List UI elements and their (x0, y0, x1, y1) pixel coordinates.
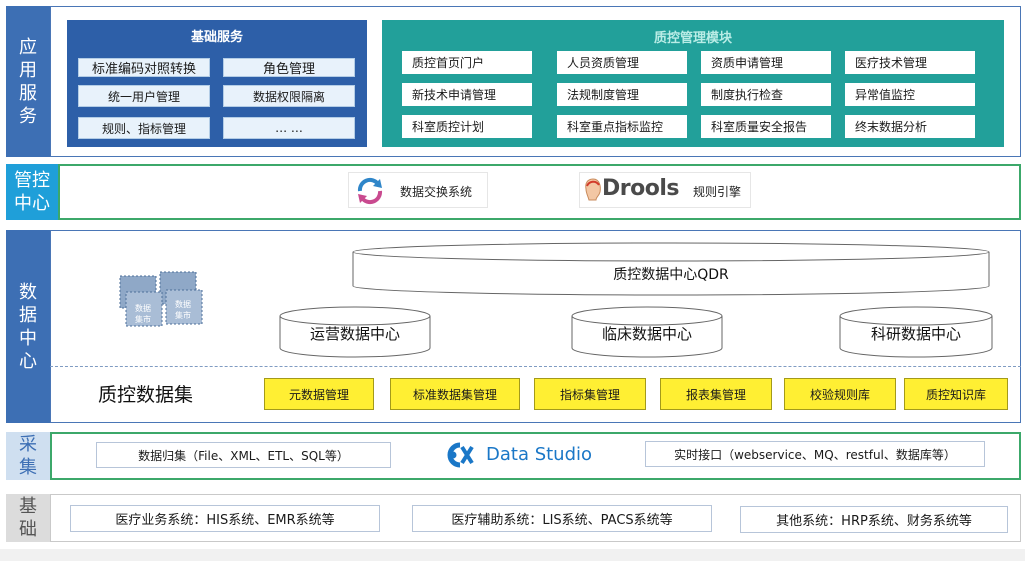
dataset-item[interactable]: 校验规则库 (784, 378, 896, 410)
tier-label-application: 应 用 服 务 (6, 6, 50, 157)
qc-module-item[interactable]: 法规制度管理 (557, 83, 687, 106)
exchange-system-label: 数据交换系统 (400, 185, 473, 199)
basic-service-item[interactable]: 角色管理 (223, 58, 355, 77)
qc-module-item[interactable]: 科室重点指标监控 (557, 115, 687, 138)
clinical-center-label: 临床数据中心 (601, 325, 692, 343)
collection-row-frame (50, 432, 1021, 480)
qc-module-item[interactable]: 质控首页门户 (402, 51, 532, 74)
ops-center-label: 运营数据中心 (309, 325, 400, 343)
research-center-label: 科研数据中心 (870, 325, 961, 343)
dataset-title: 质控数据集 (98, 384, 194, 406)
batch-collection-box[interactable]: 数据归集（File、XML、ETL、SQL等） (96, 442, 391, 468)
rule-engine-label: 规则引擎 (693, 185, 742, 199)
drools-logo-text: Drools (602, 176, 679, 201)
qc-module-title: 质控管理模块 (653, 31, 732, 46)
dataset-item[interactable]: 指标集管理 (534, 378, 646, 410)
foundation-row-frame (50, 494, 1021, 542)
control-row-frame (58, 164, 1021, 220)
data-row-frame (50, 230, 1021, 423)
dataset-item[interactable]: 报表集管理 (660, 378, 772, 410)
foundation-system-box[interactable]: 其他系统：HRP系统、财务系统等 (740, 506, 1008, 533)
qc-module-item[interactable]: 科室质控计划 (402, 115, 532, 138)
basic-service-item[interactable]: 标准编码对照转换 (78, 58, 210, 77)
basic-service-item[interactable]: 数据权限隔离 (223, 85, 355, 107)
exchange-system-box[interactable]: 数据交换系统 (348, 172, 488, 208)
data-studio-logo-text: Data Studio (486, 444, 593, 465)
data-mart-label: 数据 集市 (175, 300, 191, 320)
qc-module-item[interactable]: 终末数据分析 (845, 115, 975, 138)
tier-label-data: 数 据 中 心 (6, 230, 50, 423)
qc-module-item[interactable]: 资质申请管理 (701, 51, 831, 74)
basic-service-item[interactable]: 规则、指标管理 (78, 117, 210, 139)
dataset-item[interactable]: 元数据管理 (264, 378, 374, 410)
data-mart-icon (119, 271, 203, 327)
tier-label-foundation: 基 础 (6, 494, 50, 542)
qc-module-item[interactable]: 医疗技术管理 (845, 51, 975, 74)
data-mart-label: 数据 集市 (135, 304, 151, 324)
data-studio-logo-icon (447, 442, 474, 468)
foundation-system-box[interactable]: 医疗业务系统：HIS系统、EMR系统等 (70, 505, 380, 532)
tier-label-collection: 采 集 (6, 432, 50, 480)
ops-cylinder[interactable] (278, 306, 432, 358)
dataset-item[interactable]: 标准数据集管理 (390, 378, 520, 410)
realtime-interface-box[interactable]: 实时接口（webservice、MQ、restful、数据库等） (645, 441, 985, 467)
basic-service-item[interactable]: 统一用户管理 (78, 85, 210, 107)
basic-services-title: 基础服务 (190, 30, 243, 45)
sync-arrows-icon (357, 177, 383, 205)
research-cylinder[interactable] (838, 306, 994, 358)
qc-module-item[interactable]: 异常值监控 (845, 83, 975, 106)
tier-label-control: 管控 中心 (6, 164, 58, 220)
qdr-cylinder[interactable] (351, 242, 991, 296)
qc-module-item[interactable]: 人员资质管理 (557, 51, 687, 74)
basic-service-item[interactable]: … … (223, 117, 355, 139)
drools-box[interactable]: Drools 规则引擎 (579, 172, 751, 208)
drools-head-icon (585, 178, 601, 201)
bottom-band (0, 549, 1025, 561)
qc-module-item[interactable]: 新技术申请管理 (402, 83, 532, 106)
qc-module-item[interactable]: 制度执行检查 (701, 83, 831, 106)
dataset-item[interactable]: 质控知识库 (904, 378, 1008, 410)
data-center-divider (50, 366, 1021, 367)
qdr-label: 质控数据中心QDR (613, 267, 729, 283)
application-row-frame (50, 6, 1021, 157)
qc-module-item[interactable]: 科室质量安全报告 (701, 115, 831, 138)
clinical-cylinder[interactable] (570, 306, 724, 358)
foundation-system-box[interactable]: 医疗辅助系统：LIS系统、PACS系统等 (412, 505, 712, 532)
